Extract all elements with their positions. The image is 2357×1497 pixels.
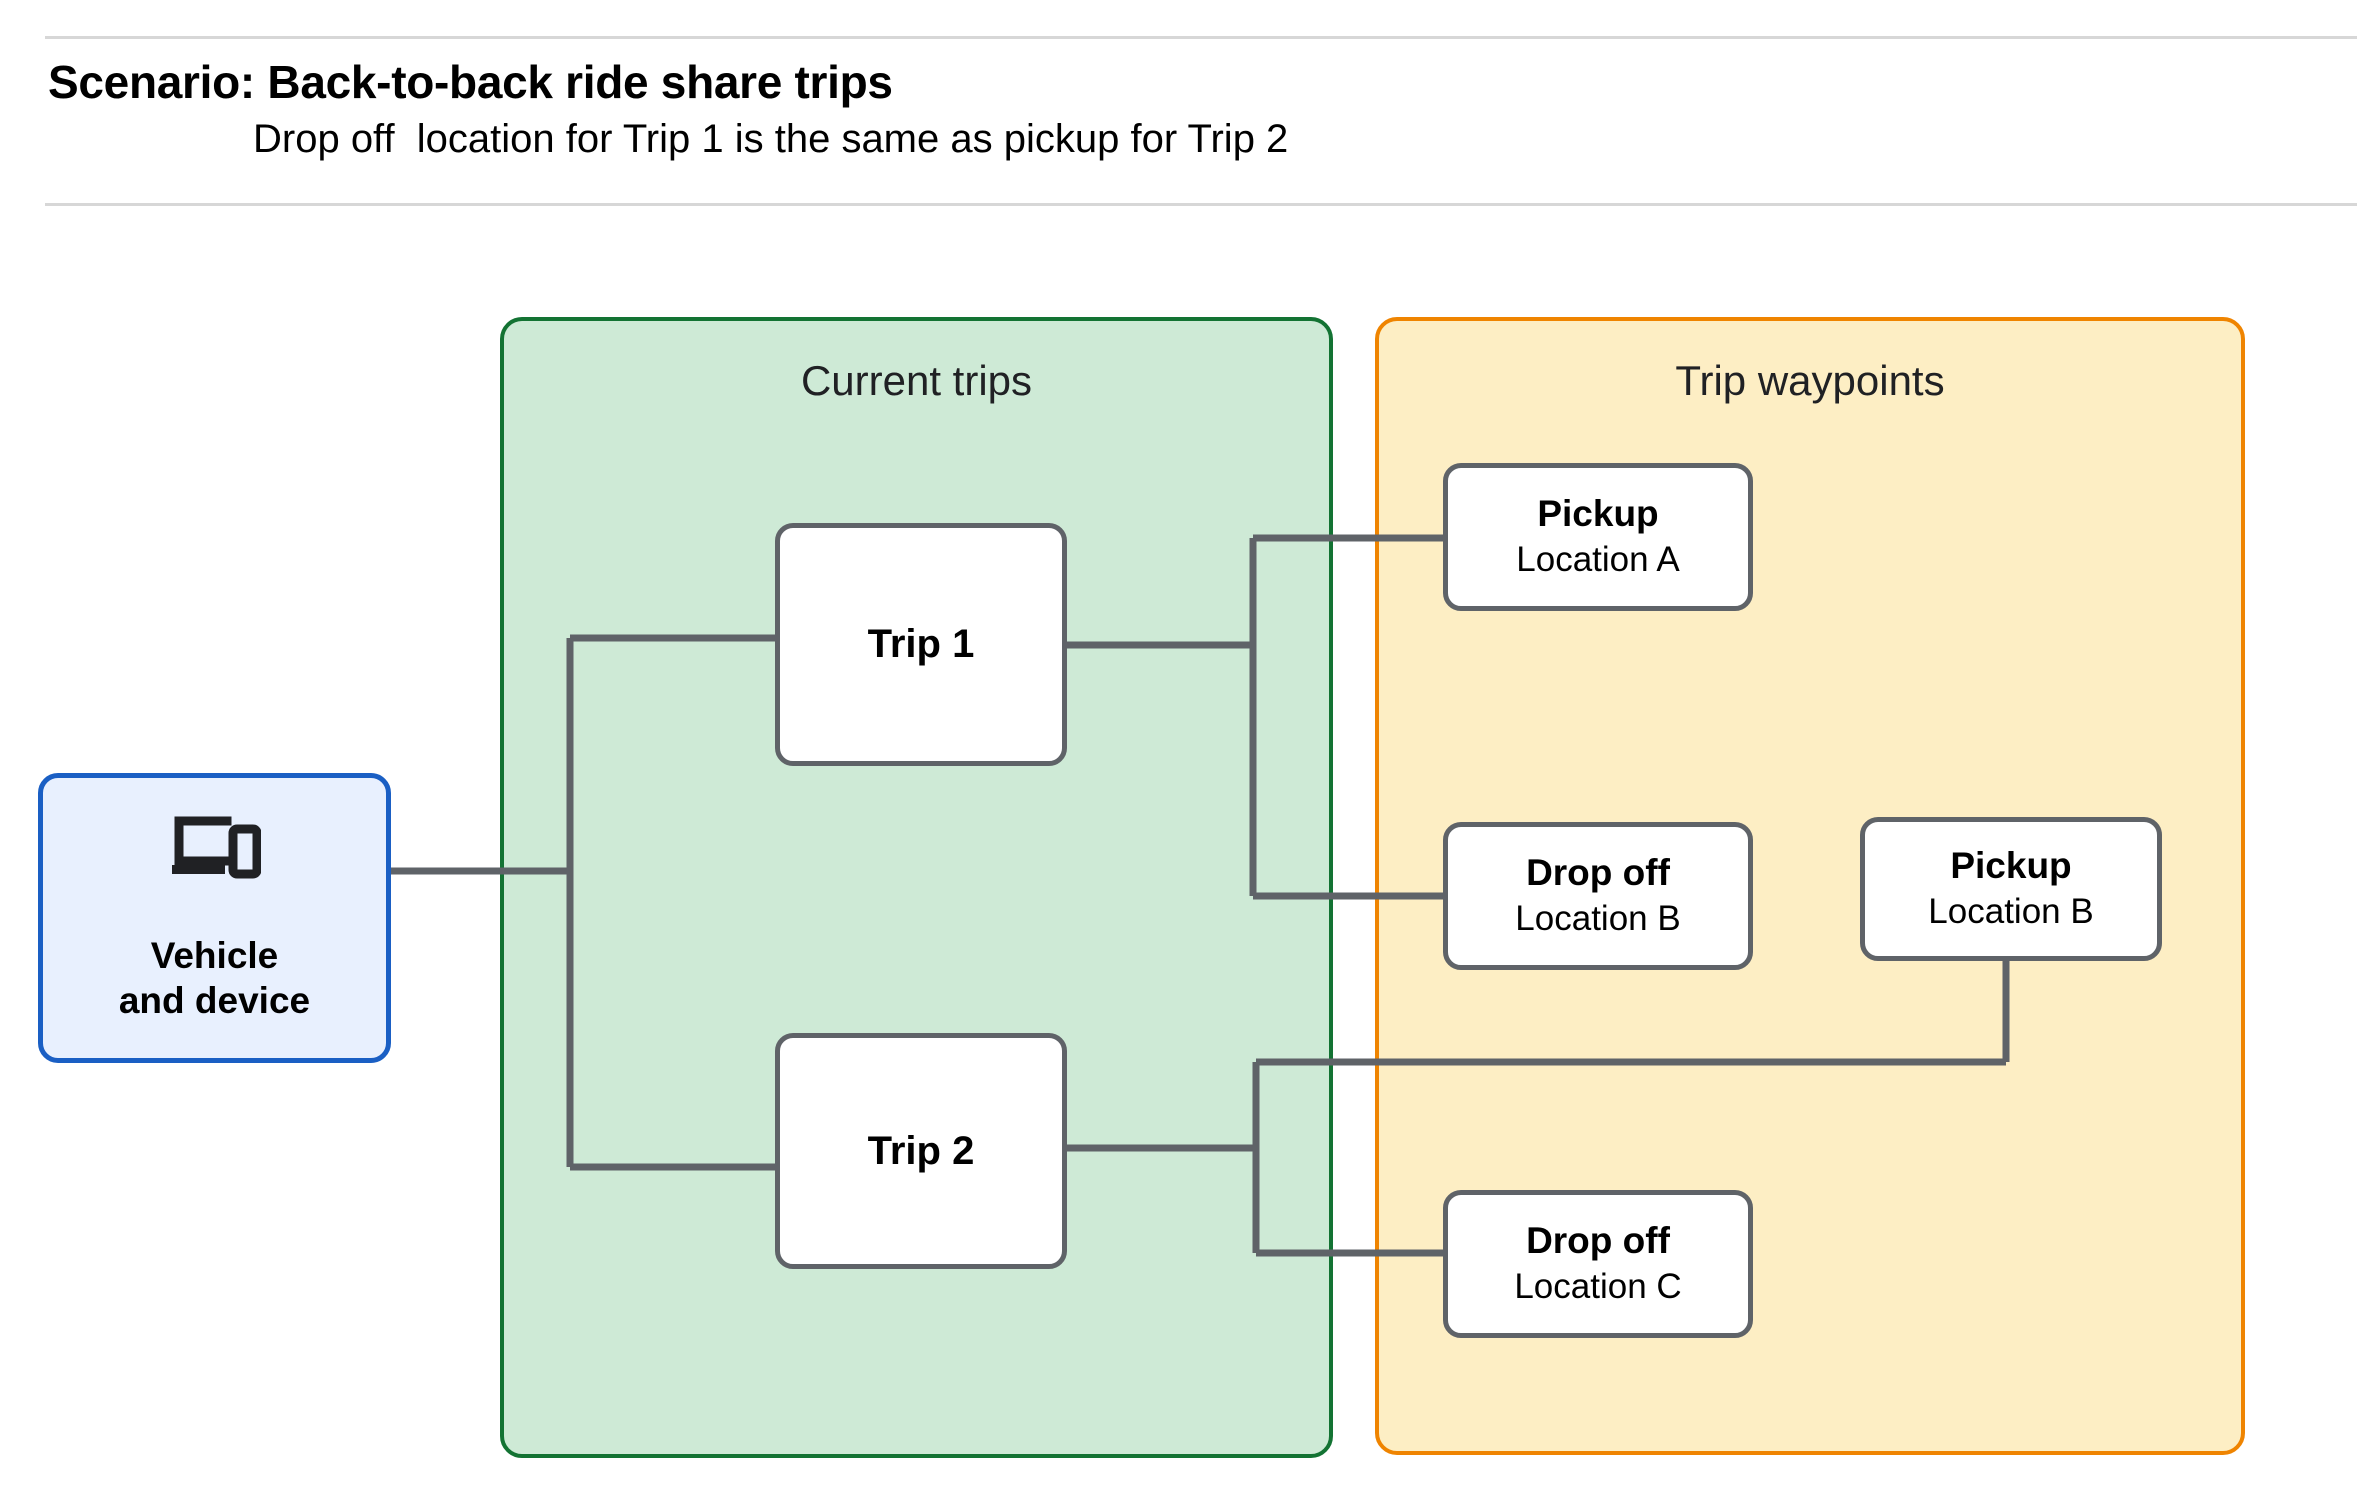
node-waypoint-dropoff-c-location: Location C <box>1514 1266 1682 1306</box>
node-waypoint-pickup-b-title: Pickup <box>1950 845 2072 887</box>
laptop-and-phone-icon <box>171 816 261 879</box>
node-trip-2-label: Trip 2 <box>867 1128 975 1173</box>
node-waypoint-pickup-a-title: Pickup <box>1537 493 1659 535</box>
node-waypoint-dropoff-b-location: Location B <box>1515 898 1681 938</box>
node-trip-2[interactable]: Trip 2 <box>775 1033 1067 1269</box>
node-vehicle-label: Vehicle and device <box>118 934 311 1021</box>
page-subtitle: Drop off location for Trip 1 is the same… <box>253 117 1289 162</box>
header-bottom-divider <box>45 203 2357 206</box>
node-vehicle-and-device[interactable]: Vehicle and device <box>38 773 391 1063</box>
node-waypoint-pickup-a-location: Location A <box>1516 539 1680 579</box>
header-top-divider <box>45 36 2357 39</box>
node-waypoint-dropoff-c[interactable]: Drop off Location C <box>1443 1190 1753 1338</box>
node-waypoint-dropoff-b-title: Drop off <box>1526 852 1670 894</box>
header-block: Scenario: Back-to-back ride share trips … <box>48 55 2248 163</box>
node-waypoint-pickup-b[interactable]: Pickup Location B <box>1860 817 2162 961</box>
node-trip-1-label: Trip 1 <box>867 622 975 667</box>
node-waypoint-dropoff-c-title: Drop off <box>1526 1220 1670 1262</box>
node-trip-1[interactable]: Trip 1 <box>775 523 1067 766</box>
group-current-trips-title: Current trips <box>800 357 1033 404</box>
node-waypoint-pickup-a[interactable]: Pickup Location A <box>1443 463 1753 611</box>
page-title: Scenario: Back-to-back ride share trips <box>48 56 893 108</box>
group-trip-waypoints-title: Trip waypoints <box>1675 357 1945 404</box>
node-waypoint-dropoff-b[interactable]: Drop off Location B <box>1443 822 1753 970</box>
node-waypoint-pickup-b-location: Location B <box>1928 891 2094 931</box>
